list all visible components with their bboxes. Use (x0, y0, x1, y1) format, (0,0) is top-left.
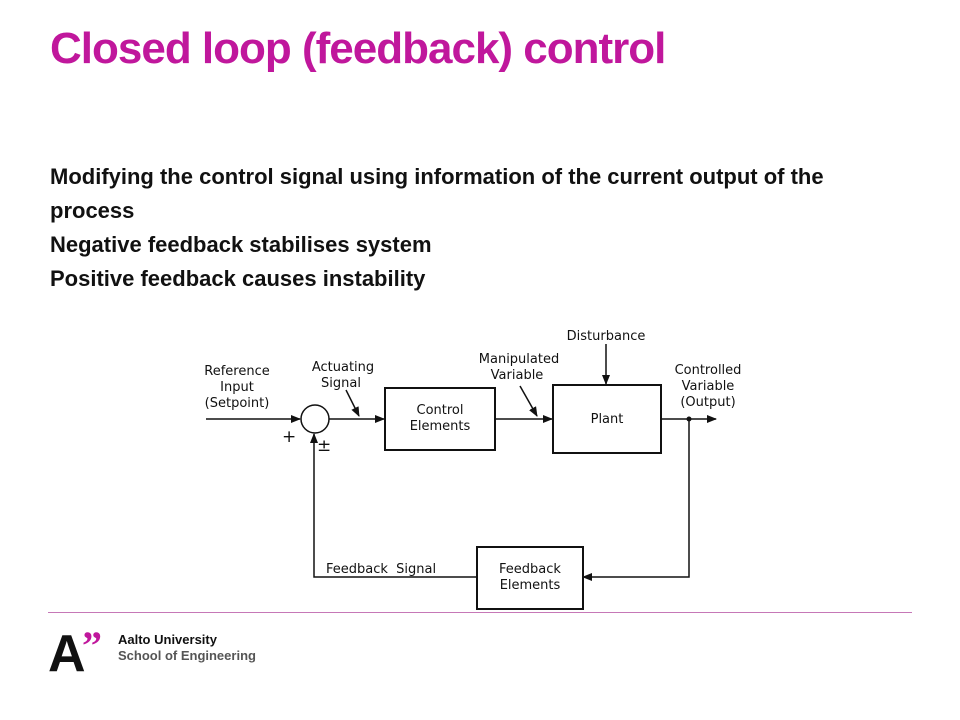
bullet-item: Modifying the control signal using infor… (50, 164, 824, 223)
bullet-item: Negative feedback stabilises system (50, 232, 432, 257)
aalto-logo-letter: A (48, 625, 86, 683)
bullet-list: Modifying the control signal using infor… (50, 160, 890, 296)
feedback-block-label: Elements (500, 578, 561, 593)
controlled-label-line: Controlled (675, 363, 742, 378)
feedback-control-diagram: Reference Input (Setpoint) Actuating Sig… (204, 329, 742, 610)
controlled-label-line: (Output) (680, 395, 735, 410)
manipulated-pointer (519, 385, 538, 417)
reference-label-line: Reference (204, 364, 269, 379)
controlled-label-line: Variable (682, 379, 735, 394)
takeoff-point (686, 416, 692, 422)
plant-block-label: Plant (591, 412, 624, 427)
control-block-label: Control (417, 403, 464, 418)
institution-name: Aalto University School of Engineering (118, 632, 256, 664)
feedback-block-label: Feedback (499, 562, 561, 577)
disturbance-label: Disturbance (567, 329, 646, 344)
footer-divider (48, 612, 912, 613)
school-name: School of Engineering (118, 648, 256, 663)
actuating-pointer (345, 389, 360, 417)
actuating-label-line: Signal (321, 376, 361, 391)
plus-minus-sign: ± (317, 436, 331, 456)
aalto-logo-quote: ” (82, 623, 102, 668)
university-name: Aalto University (118, 632, 217, 647)
feedback-path-right (582, 419, 690, 581)
manipulated-label-line: Manipulated (479, 352, 559, 367)
plant-block (552, 384, 662, 454)
reference-label-line: (Setpoint) (205, 396, 270, 411)
bullet-item: Positive feedback causes instability (50, 266, 426, 291)
control-block-label: Elements (410, 419, 471, 434)
manipulated-label-line: Variable (491, 368, 544, 383)
feedback-path-left (310, 433, 477, 578)
actuating-label-line: Actuating (312, 360, 374, 375)
slide-title: Closed loop (feedback) control (50, 24, 666, 73)
feedback-signal-label: Feedback Signal (326, 562, 436, 577)
reference-label-line: Input (220, 380, 254, 395)
plus-sign: + (282, 427, 296, 447)
summing-junction (300, 404, 330, 434)
feedback-elements-block (476, 546, 584, 610)
